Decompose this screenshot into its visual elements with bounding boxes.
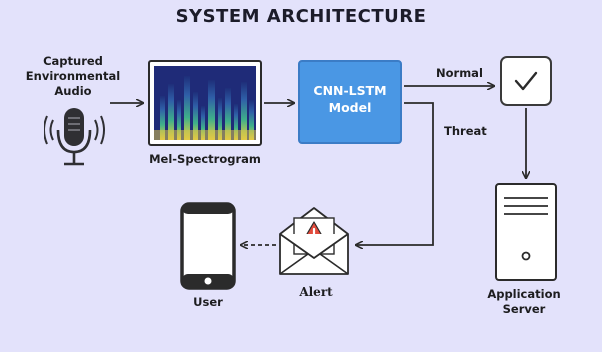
- spectrogram-image: [154, 66, 256, 140]
- threat-edge-label: Threat: [444, 124, 487, 138]
- audio-label: Captured Environmental Audio: [25, 54, 121, 98]
- alert-label: Alert: [299, 285, 333, 299]
- diagram-title: SYSTEM ARCHITECTURE: [175, 6, 427, 27]
- server-icon: [495, 183, 557, 281]
- model-label: CNN-LSTM Model: [313, 83, 387, 115]
- model-box: [298, 60, 402, 144]
- server-label: Application Server: [487, 287, 561, 316]
- microphone-icon: [44, 108, 105, 166]
- normal-edge-label: Normal: [436, 66, 483, 80]
- user-label: User: [193, 295, 223, 309]
- smartphone-icon: [180, 202, 236, 290]
- warning-envelope-icon: [279, 207, 349, 275]
- checkmark-icon: [514, 71, 538, 91]
- normal-result-box: [500, 56, 552, 106]
- spectrogram-label: Mel-Spectrogram: [149, 152, 261, 166]
- arrow-model-to-alert: [356, 102, 434, 245]
